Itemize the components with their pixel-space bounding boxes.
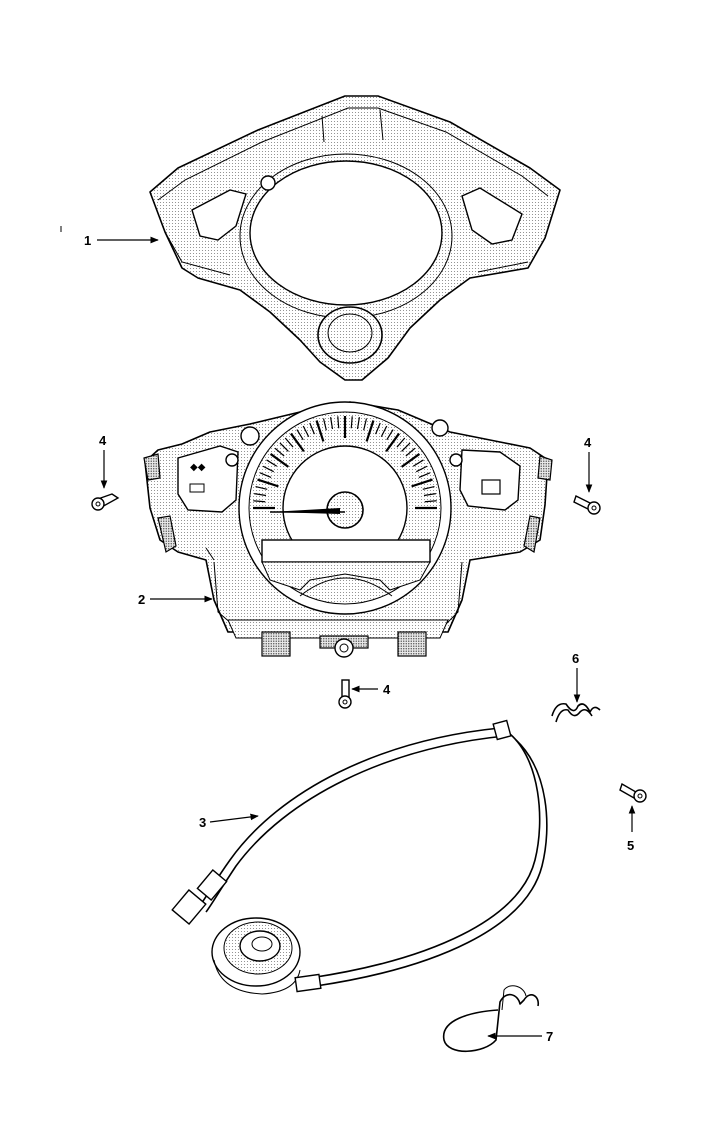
dial-tick	[266, 459, 278, 467]
dial-tick	[337, 416, 340, 429]
dial-tick	[405, 447, 416, 457]
callout-2: 2	[138, 592, 145, 607]
dial-tick	[315, 420, 325, 442]
dial-tick	[375, 422, 381, 435]
dial-tick	[418, 472, 431, 478]
dial-tick	[262, 465, 274, 473]
dial-tick	[296, 429, 304, 441]
speedometer-cable	[171, 719, 548, 995]
dial-tick	[302, 425, 310, 437]
dial-tick	[356, 417, 360, 430]
dial-tick	[363, 418, 368, 431]
callout-4-bottom: 4	[383, 682, 391, 697]
screw-bottom	[338, 679, 352, 709]
dial-tick	[259, 472, 272, 478]
spring-clip-part-7	[443, 985, 540, 1052]
dial-tick	[257, 478, 279, 488]
screw-left	[91, 493, 120, 511]
clip-part-6	[551, 702, 601, 723]
screw-right	[573, 495, 601, 515]
dial-tick	[423, 493, 436, 497]
dial-tick	[396, 437, 406, 448]
callout-7: 7	[546, 1029, 553, 1044]
callout-4-left: 4	[99, 433, 107, 448]
dial-tick	[309, 422, 315, 435]
callout-1: 1	[84, 233, 91, 248]
dial-tick	[416, 465, 428, 473]
dial-tick	[411, 478, 433, 488]
dial-tick	[290, 432, 305, 453]
dial-tick	[385, 432, 400, 453]
dial-tick	[365, 420, 375, 442]
dial-tick	[424, 500, 437, 503]
dial-tick	[401, 442, 411, 452]
svg-text:◆◆: ◆◆	[190, 462, 206, 473]
dial-tick	[284, 437, 294, 448]
dial-tick	[254, 493, 267, 497]
callout-6: 6	[572, 651, 579, 666]
dial-tick	[279, 442, 289, 452]
dial-tick	[269, 453, 290, 468]
dial-tick	[274, 447, 285, 457]
instrument-cluster: ◆◆	[143, 401, 553, 658]
dial-tick	[386, 429, 394, 441]
dial-tick	[350, 416, 353, 429]
callout-3: 3	[199, 815, 206, 830]
dial-tick	[380, 425, 388, 437]
callout-4-right: 4	[584, 435, 592, 450]
dial-tick	[322, 418, 327, 431]
dial-tick	[400, 453, 421, 468]
dial-tick	[255, 485, 268, 490]
dial-tick	[330, 417, 334, 430]
meter-cover-bezel	[149, 95, 561, 381]
callout-5: 5	[627, 838, 634, 853]
screw-part-5	[619, 782, 647, 803]
callout-labels: 1 2 3 4 4 4 5 6 7	[84, 233, 634, 1044]
dial-tick	[412, 459, 424, 467]
dial-tick	[253, 500, 266, 503]
dial-ticks	[253, 416, 437, 510]
leaders	[60, 226, 636, 1040]
dial-tick	[422, 485, 435, 490]
